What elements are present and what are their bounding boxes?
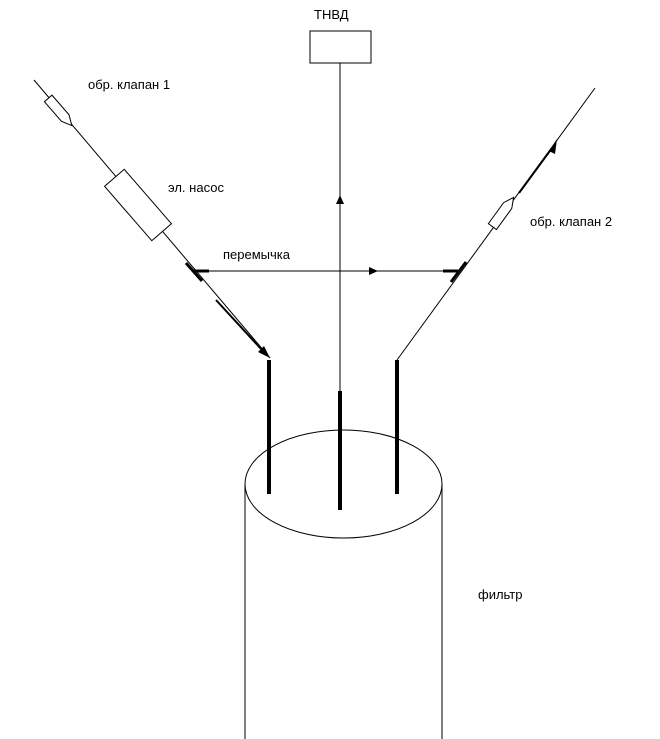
check-valve-1 xyxy=(43,94,73,127)
filter-body xyxy=(244,429,443,739)
check-valve-2-label: обр. клапан 2 xyxy=(530,214,612,229)
right-flow-arrow xyxy=(549,139,557,154)
electric-pump xyxy=(103,168,173,242)
left-tee xyxy=(184,262,209,282)
left-flow-arrow xyxy=(258,346,270,358)
tnvd-label: ТНВД xyxy=(314,7,349,22)
bridge-line xyxy=(194,267,458,275)
tnvd-box xyxy=(309,30,372,64)
check-valve-1-label: обр. клапан 1 xyxy=(88,77,170,92)
filter-top xyxy=(244,429,443,539)
bridge-arrow xyxy=(369,267,378,275)
filter-label: фильтр xyxy=(478,587,522,602)
check-valve-2 xyxy=(487,196,515,231)
tnvd-unit: ТНВД xyxy=(309,7,372,64)
right-tee xyxy=(443,261,468,283)
tnvd-feed-arrow xyxy=(336,195,344,204)
bridge-label: перемычка xyxy=(223,247,291,262)
left-flow-segment xyxy=(215,299,263,351)
electric-pump-label: эл. насос xyxy=(168,180,224,195)
tnvd-feed-line xyxy=(336,63,344,392)
right-flow-segment xyxy=(518,147,553,194)
filter-pipes xyxy=(267,360,399,510)
